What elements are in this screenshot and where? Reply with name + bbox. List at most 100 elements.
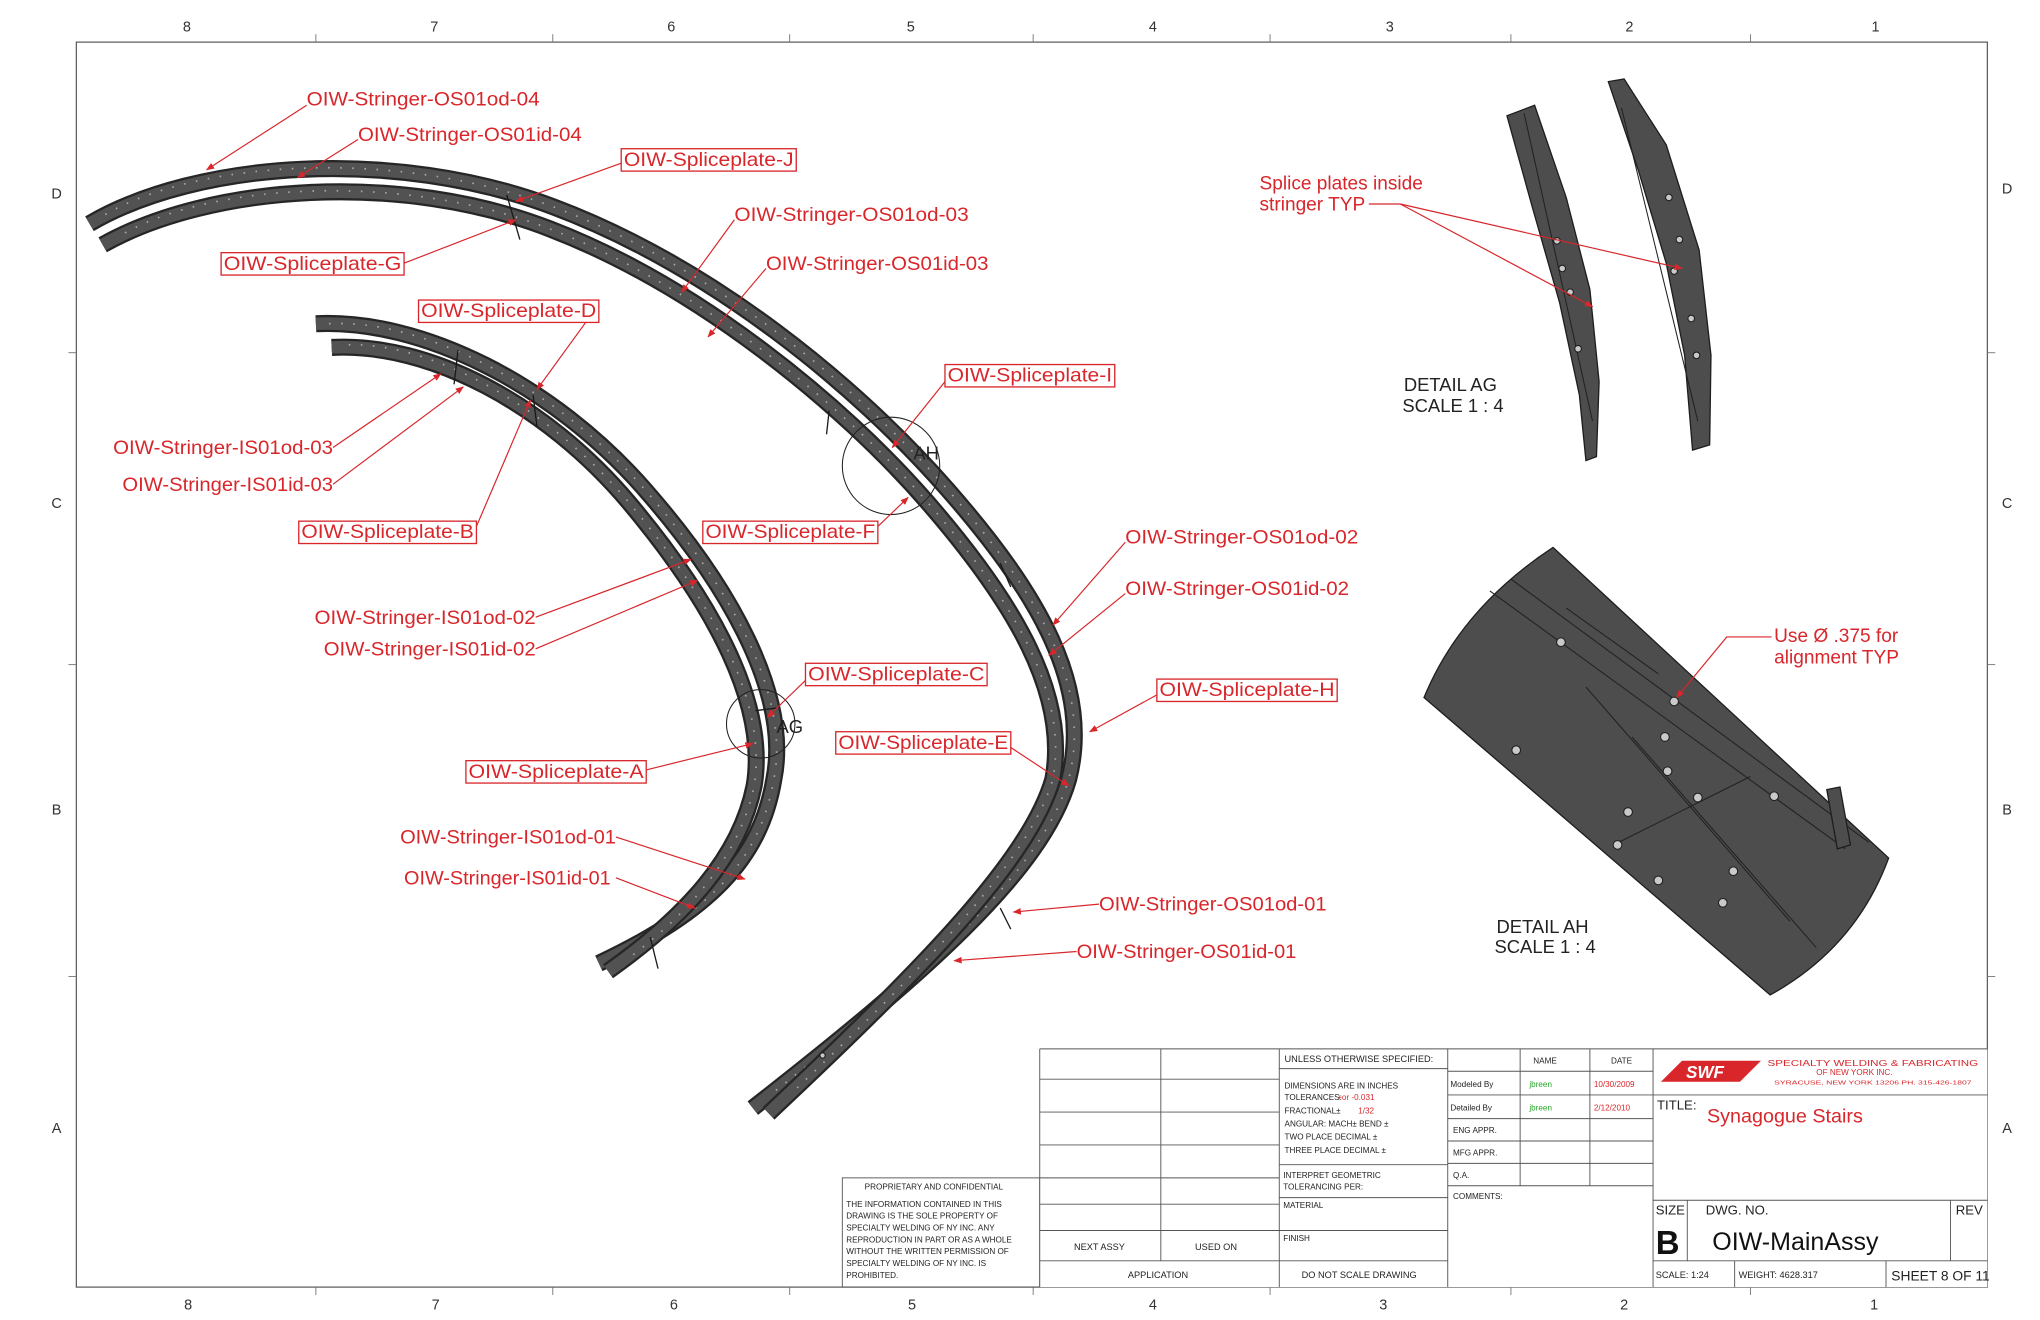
leader-line — [646, 742, 754, 771]
callout-is01od-02: OIW-Stringer-IS01od-02 — [315, 608, 536, 629]
zone-labels-top: 8 7 6 5 4 3 2 1 — [183, 20, 1880, 36]
bolt-hole — [1717, 897, 1728, 908]
tolerances-value: +or -0.031 — [1337, 1093, 1375, 1102]
bolt-hole — [1670, 267, 1678, 275]
leader-line — [615, 877, 696, 909]
callout-box — [835, 731, 1012, 755]
approval-role: MFG APPR. — [1453, 1148, 1497, 1157]
stringer-is01id-face — [331, 340, 763, 977]
zone-col-3: 3 — [1379, 1297, 1387, 1313]
company-logo: SWF — [1660, 1060, 1761, 1082]
zone-row-b: B — [2002, 803, 2012, 819]
callout-labels: OIW-Stringer-OS01od-04 OIW-Stringer-OS01… — [113, 89, 1358, 963]
bolt-hole — [1612, 840, 1623, 850]
leader-line — [1676, 636, 1772, 699]
company-address: SYRACUSE, NEW YORK 13206 PH. 315-426-180… — [1774, 1080, 1971, 1086]
callout-os01od-03: OIW-Stringer-OS01od-03 — [734, 205, 968, 226]
leader-line — [877, 496, 909, 527]
zone-col-3: 3 — [1386, 20, 1394, 36]
approval-date: 2/12/2010 — [1594, 1104, 1631, 1113]
bolt-hole — [1558, 264, 1567, 273]
zone-col-2: 2 — [1620, 1297, 1628, 1313]
leader-line — [953, 950, 1077, 964]
name-header: NAME — [1533, 1056, 1557, 1065]
callout-box — [804, 662, 988, 687]
fractional-value: 1/32 — [1358, 1106, 1374, 1115]
dwg-no-label: DWG. NO. — [1706, 1203, 1769, 1218]
weight-value: WEIGHT: 4628.317 — [1739, 1270, 1818, 1280]
zone-row-d: D — [51, 187, 61, 203]
callout-box — [417, 299, 600, 324]
callout-os01od-04: OIW-Stringer-OS01od-04 — [307, 89, 540, 110]
detail-ah-scale: SCALE 1 : 4 — [1494, 936, 1595, 957]
leader-line — [535, 558, 692, 618]
detail-ah-edge — [1489, 590, 1846, 850]
note-splice-line-2: stringer TYP — [1260, 195, 1366, 216]
zone-row-a: A — [2002, 1121, 2012, 1137]
leader-line — [1012, 903, 1100, 915]
callout-splice-c: OIW-Spliceplate-C — [808, 664, 985, 685]
leader-line — [615, 836, 746, 880]
zone-col-4: 4 — [1149, 20, 1157, 36]
approval-name: jbreen — [1528, 1080, 1552, 1089]
note-alignment-line-2: alignment TYP — [1774, 647, 1899, 668]
leader-line — [891, 381, 946, 449]
leader-line — [1052, 541, 1126, 626]
unless-specified-label: UNLESS OTHERWISE SPECIFIED: — [1285, 1054, 1434, 1064]
detail-ah-edge — [1618, 775, 1751, 843]
splice-joint — [999, 563, 1012, 588]
drawing-number: OIW-MainAssy — [1712, 1228, 1879, 1256]
zone-labels-right: D C B A — [2002, 181, 2012, 1137]
approval-role: Q.A. — [1453, 1171, 1469, 1180]
detail-ag-view: DETAIL AG SCALE 1 : 4 — [1402, 78, 1712, 462]
approval-date: 10/30/2009 — [1594, 1080, 1635, 1089]
bolt-hole — [1660, 732, 1670, 742]
tolerances-label: TOLERANCES: — [1285, 1093, 1342, 1102]
approval-role: Modeled By — [1450, 1080, 1494, 1089]
detail-ah-edge — [1510, 578, 1870, 843]
detail-label-ah: AH — [913, 442, 939, 463]
proprietary-line: THE INFORMATION CONTAINED IN THIS — [846, 1200, 1002, 1209]
zone-row-a: A — [52, 1121, 62, 1137]
detail-ah-title: DETAIL AH — [1496, 916, 1588, 937]
callout-os01id-02: OIW-Stringer-OS01id-02 — [1125, 579, 1349, 600]
inner-stair-assembly — [315, 314, 786, 979]
used-on-label: USED ON — [1195, 1242, 1237, 1252]
detail-circle-ag — [725, 689, 796, 759]
detail-ag-plate-edge — [1620, 107, 1699, 422]
note-alignment-line-1: Use Ø .375 for — [1774, 626, 1899, 647]
company-name-line-2: OF NEW YORK INC. — [1816, 1068, 1892, 1077]
detail-ag-stringer-left — [1506, 104, 1600, 462]
detail-ag-stringer-right — [1607, 78, 1712, 451]
callout-splice-b: OIW-Spliceplate-B — [301, 522, 473, 543]
callout-splice-i: OIW-Spliceplate-I — [948, 366, 1113, 387]
callout-is01id-03: OIW-Stringer-IS01id-03 — [122, 475, 333, 496]
drawing-title: Synagogue Stairs — [1707, 1106, 1863, 1128]
leader-line — [707, 268, 767, 338]
callout-splice-f: OIW-Spliceplate-F — [705, 522, 875, 543]
bolt-hole — [1665, 193, 1673, 202]
dimensions-label: DIMENSIONS ARE IN INCHES — [1285, 1081, 1399, 1090]
leader-line — [535, 579, 699, 650]
detail-label-ag: AG — [777, 716, 804, 737]
splice-plate-note: Splice plates inside stringer TYP — [1260, 174, 1683, 308]
leader-line — [515, 162, 622, 202]
leader-line — [403, 219, 517, 264]
zone-row-d: D — [2002, 181, 2012, 197]
leader-line — [536, 322, 587, 391]
detail-ah-edge — [1585, 686, 1791, 922]
callout-splice-h: OIW-Spliceplate-H — [1160, 680, 1335, 701]
next-assy-label: NEXT ASSY — [1074, 1242, 1125, 1252]
interpret-label: INTERPRET GEOMETRIC — [1283, 1171, 1381, 1180]
angular-label: ANGULAR: MACH± BEND ± — [1285, 1120, 1389, 1129]
zone-col-8: 8 — [183, 20, 191, 36]
splice-joint — [453, 349, 459, 385]
callout-os01od-02: OIW-Stringer-OS01od-02 — [1125, 528, 1358, 549]
callout-box — [620, 148, 797, 172]
company-name: SPECIALTY WELDING & FABRICATING — [1768, 1059, 1979, 1068]
callout-is01od-01: OIW-Stringer-IS01od-01 — [400, 828, 616, 849]
title-block-grid — [1039, 1048, 1988, 1288]
zone-col-7: 7 — [432, 1297, 440, 1313]
leader-line — [1010, 747, 1070, 787]
zone-col-6: 6 — [670, 1297, 678, 1313]
